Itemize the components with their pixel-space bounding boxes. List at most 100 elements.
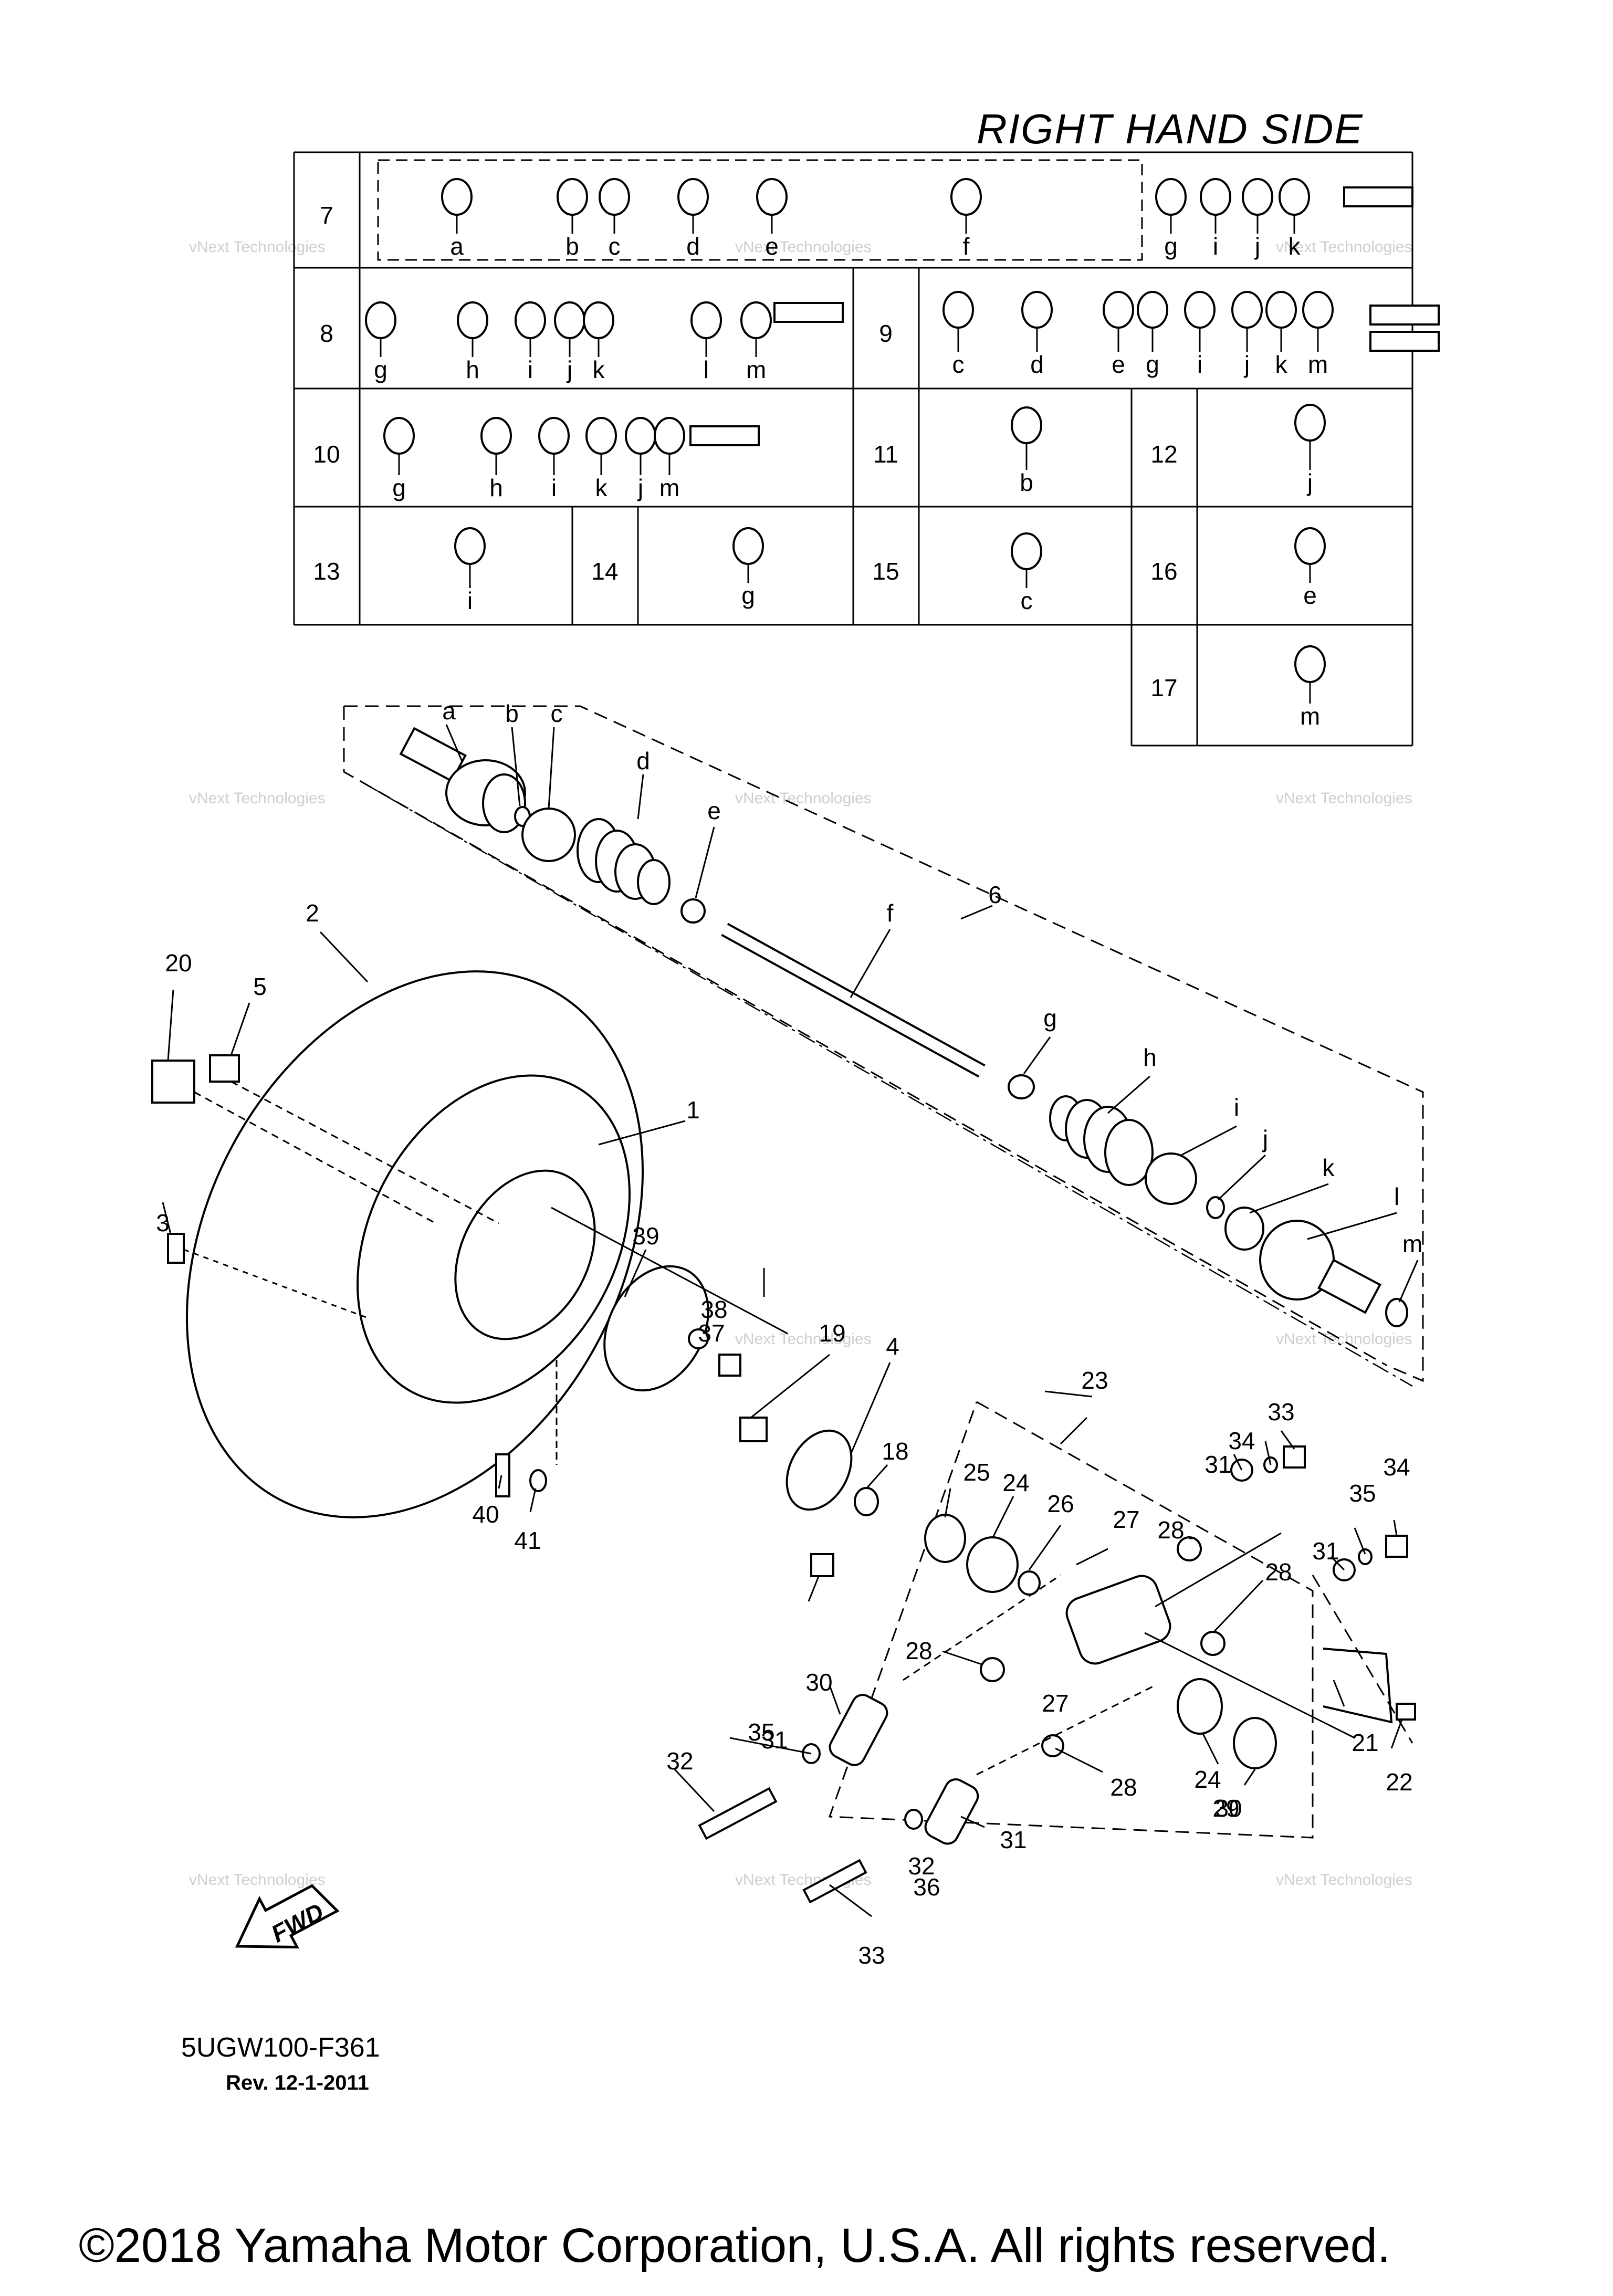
callout-number: 6	[988, 881, 1002, 908]
drive-shaft-parts	[399, 727, 1408, 1327]
callout-leaders	[162, 724, 1419, 1917]
kit-part-letter: g	[392, 474, 406, 501]
kit-part-letter: i	[1213, 233, 1218, 260]
kit-part-sketch	[599, 178, 630, 216]
kit-ref-number: 7	[320, 202, 333, 229]
bushing-28-a	[1177, 1536, 1202, 1561]
callout-letter: a	[442, 697, 456, 725]
nut-33-b	[1385, 1535, 1408, 1558]
kit-part-letter: d	[1030, 351, 1044, 378]
knuckle-group-outline	[828, 1401, 1314, 1839]
copyright-notice: ©2018 Yamaha Motor Corporation, U.S.A. A…	[79, 2219, 1391, 2272]
stud-3	[167, 1233, 185, 1264]
kit-part-sketch	[1021, 291, 1053, 329]
bolt-32-a	[698, 1787, 778, 1840]
kit-part-letter: e	[765, 233, 779, 260]
kit-part-sketch	[1200, 178, 1231, 216]
band-e	[680, 898, 706, 924]
callout-number: 40	[472, 1501, 499, 1528]
watermark-text: vNext Technologies	[1276, 790, 1412, 807]
kit-ref-number: 8	[320, 320, 333, 347]
band-g	[1008, 1074, 1035, 1099]
callout-number: 31	[1204, 1451, 1231, 1478]
boot-h	[1049, 1095, 1154, 1186]
callout-number: 26	[1047, 1490, 1074, 1517]
kit-part-letter: c	[609, 233, 621, 260]
callout-number: 37	[698, 1319, 725, 1347]
kit-part-sketch	[1242, 178, 1273, 216]
callout-number: 30	[1215, 1795, 1242, 1822]
kit-part-letter: f	[963, 233, 970, 260]
guard-21	[1323, 1648, 1393, 1724]
kit-part-sketch	[942, 291, 974, 329]
callout-letter: i	[1234, 1094, 1239, 1121]
wheel-assembly	[151, 970, 879, 1577]
callout-number: 36	[913, 1873, 940, 1901]
kit-ref-number: 13	[313, 558, 340, 585]
kit-part-sketch	[740, 301, 772, 339]
bearing-24-upper	[966, 1536, 1019, 1593]
callout-number: 35	[748, 1718, 774, 1746]
kit-part-sketch	[1103, 291, 1134, 329]
collar-30-b	[924, 1778, 979, 1845]
kit-ref-number: 10	[313, 441, 340, 468]
watermark-text: vNext Technologies	[189, 238, 326, 256]
callout-letter: b	[505, 700, 519, 727]
nut-41	[810, 1553, 834, 1577]
kit-part-letter: j	[637, 474, 643, 501]
hub-spacer-38	[603, 1265, 709, 1392]
bushing-28-b	[980, 1657, 1005, 1682]
watermark-text: vNext Technologies	[735, 1330, 872, 1348]
callout-letter: f	[887, 899, 894, 927]
callout-letter: m	[1402, 1230, 1422, 1257]
callout-number: 28	[1110, 1774, 1137, 1801]
callout-number: 31	[761, 1726, 788, 1754]
kit-part-letter: a	[450, 233, 464, 260]
diagram-title: RIGHT HAND SIDE	[977, 106, 1364, 152]
bolt-22	[1396, 1703, 1416, 1721]
callout-number: 35	[748, 1718, 774, 1746]
kit-part-letter: m	[659, 474, 679, 501]
kit-part-sketch	[1294, 527, 1326, 565]
callout-number: 21	[1352, 1729, 1378, 1756]
kit-part-sketch	[1231, 291, 1263, 329]
kit-part-sketch	[515, 301, 546, 339]
callout-number: 20	[165, 949, 192, 977]
kit-ref-number: 11	[873, 441, 898, 468]
watermark-text: vNext Technologies	[189, 790, 326, 807]
kit-part-letter: c	[952, 351, 965, 378]
hub-4	[785, 1429, 853, 1511]
kit-part-letter: j	[1254, 233, 1260, 260]
kit-part-sketch	[1294, 645, 1326, 683]
grease-tube-icon	[1369, 331, 1440, 352]
nut-33-a	[1283, 1445, 1306, 1469]
kit-part-letter: i	[551, 474, 557, 501]
kit-ref-number: 9	[879, 320, 893, 347]
kit-table-parts	[365, 178, 1440, 704]
kit-part-sketch	[383, 417, 415, 455]
callout-number: 4	[886, 1333, 899, 1360]
callout-number: 2	[306, 899, 319, 927]
washer-37	[688, 1328, 709, 1349]
callout-number: 5	[253, 973, 267, 1000]
kit-part-sketch	[654, 417, 685, 455]
washer-40	[529, 1469, 547, 1492]
callout-letter: k	[1323, 1154, 1335, 1181]
kit-part-sketch	[365, 301, 396, 339]
kit-ref-number: 14	[591, 558, 618, 585]
callout-number: 33	[1268, 1398, 1294, 1425]
watermark-text: vNext Technologies	[1276, 1871, 1412, 1889]
callout-number: 27	[1042, 1690, 1069, 1717]
callout-number: 24	[1002, 1469, 1029, 1496]
kit-part-letter: i	[467, 587, 473, 614]
kit-part-letter: e	[1303, 582, 1317, 609]
kit-ref-number: 12	[1150, 441, 1177, 468]
callout-number: 34	[1383, 1453, 1410, 1481]
kit-table	[293, 151, 1413, 747]
nut-5	[209, 1054, 240, 1083]
watermark-text: vNext Technologies	[735, 238, 872, 256]
bolt-32-b	[802, 1859, 867, 1904]
kit-part-letter: k	[1289, 233, 1301, 260]
callout-number: 19	[819, 1319, 845, 1347]
